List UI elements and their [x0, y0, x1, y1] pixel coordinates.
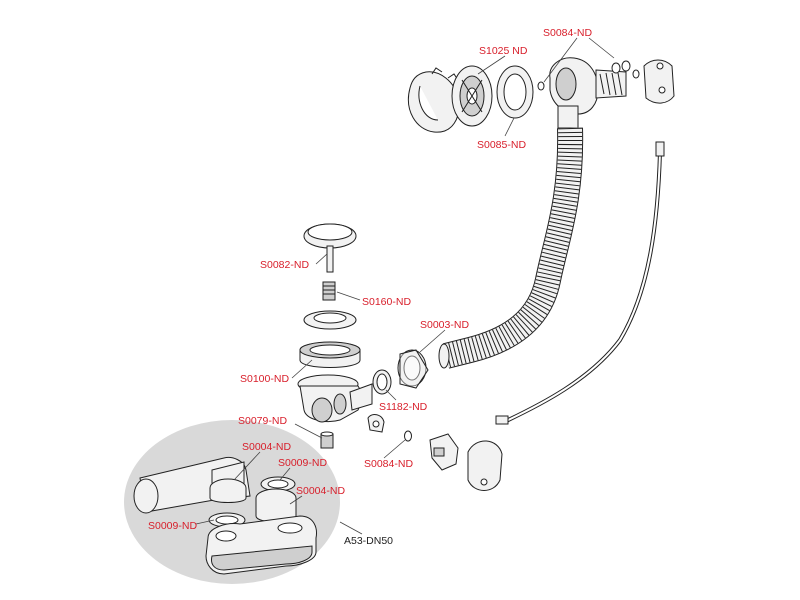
leader-s0009-left — [195, 519, 215, 525]
label-s0085: S0085-ND — [477, 139, 526, 151]
bowden-adapter-part — [429, 433, 459, 471]
leader-s0082 — [315, 253, 328, 265]
label-s0160: S0160-ND — [362, 296, 411, 308]
corrugated-hose-part-s0003 — [438, 127, 584, 369]
drain-flange-part — [303, 310, 357, 330]
overflow-gasket-part-s0085 — [496, 65, 534, 119]
siphon-nut-left-part-s0004 — [209, 478, 247, 503]
leader-s0079 — [294, 423, 323, 439]
siphon-base-part — [205, 515, 317, 575]
leader-a53 — [339, 521, 363, 535]
label-s0079: S0079-ND — [238, 415, 287, 427]
leader-s0084-top-2 — [543, 37, 578, 83]
leader-s1025 — [477, 55, 506, 75]
union-nut-part-s0003 — [397, 349, 429, 389]
drain-nut-part-s0100 — [299, 341, 361, 368]
leader-s0084-bottom — [383, 439, 406, 459]
leader-s0009-right — [279, 467, 291, 481]
overflow-rosette-part-s1025 — [451, 65, 493, 127]
spring-screw-part-s0160 — [322, 281, 336, 301]
leader-s0100 — [291, 359, 313, 379]
overflow-small-rings-part — [611, 60, 640, 79]
cover-plate-part — [467, 440, 503, 491]
label-a53: A53-DN50 — [344, 535, 393, 547]
leader-lines — [195, 37, 615, 535]
overflow-bracket-part — [643, 59, 675, 104]
leader-s0160 — [336, 291, 361, 301]
leader-s0003 — [419, 329, 446, 353]
clip-part — [367, 414, 385, 433]
drain-plug-part-s0082 — [303, 223, 357, 273]
oring-part-s0084 — [404, 430, 412, 442]
label-s0004-left: S0004-ND — [242, 441, 291, 453]
overflow-housing-part — [549, 57, 627, 129]
leader-s1182 — [385, 389, 397, 401]
overflow-cap-part — [408, 67, 460, 133]
label-s0009-right: S0009-ND — [278, 457, 327, 469]
leader-s0084-top — [588, 37, 615, 59]
label-s0009-left: S0009-ND — [148, 520, 197, 532]
leader-s0004-right — [289, 495, 303, 505]
label-s0100: S0100-ND — [240, 373, 289, 385]
label-s0003: S0003-ND — [420, 319, 469, 331]
label-s0084-bottom: S0084-ND — [364, 458, 413, 470]
leader-s0004-left — [233, 451, 261, 481]
small-fitting-part-s0079 — [320, 431, 334, 449]
label-s0082: S0082-ND — [260, 259, 309, 271]
label-s0004-right: S0004-ND — [296, 485, 345, 497]
seal-ring-part-s1182 — [372, 369, 392, 395]
siphon-ring-right-part-s0009 — [260, 476, 296, 492]
label-s1025: S1025 ND — [479, 45, 528, 57]
siphon-nut-right-part-s0004 — [255, 488, 297, 523]
bowden-cable-part — [495, 141, 665, 425]
overflow-oring-part — [537, 81, 545, 91]
label-s0084-top: S0084-ND — [543, 27, 592, 39]
label-s1182: S1182-ND — [379, 401, 428, 413]
leader-s0085 — [504, 117, 515, 137]
drain-body-part — [297, 374, 373, 423]
